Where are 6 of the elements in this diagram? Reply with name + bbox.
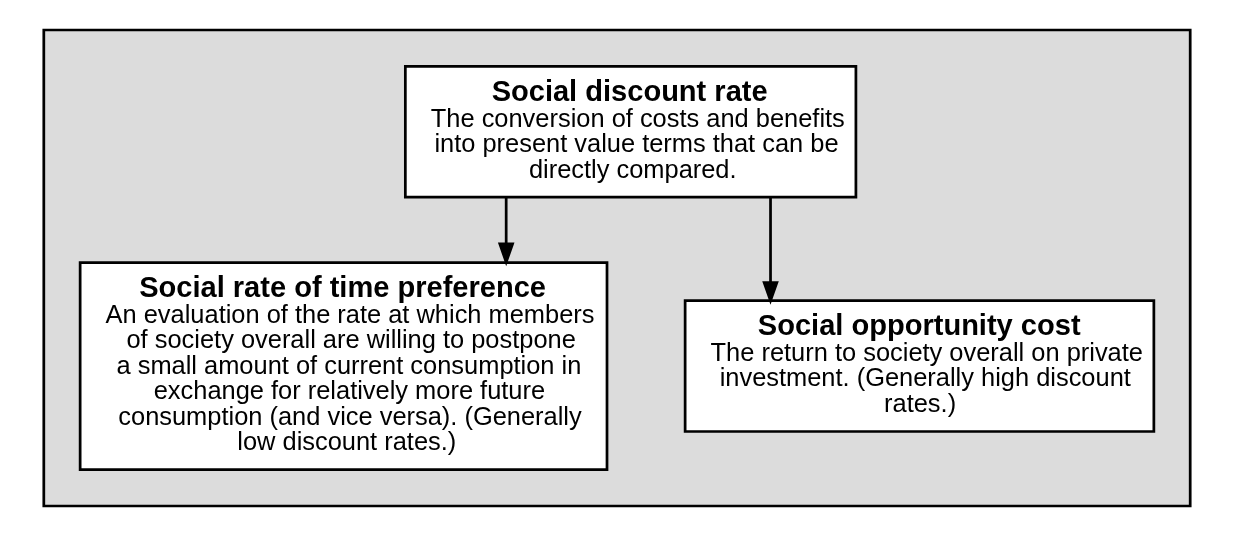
node-box: Social opportunity cost The return to society overall on private investment. (Generally high discount rates.) bbox=[683, 299, 1156, 433]
arrow bbox=[497, 197, 515, 267]
node-box: Social discount rate The conversion of costs and benefits into present value terms that can be directly compared. bbox=[403, 64, 858, 199]
arrow bbox=[762, 197, 779, 305]
node-box: Social rate of time preference An evaluation of the rate at which members of society overall are willing to postpone a small amount of current consumption in exchange for relatively more future consumption (and vice versa). (Generally low discount rates.) bbox=[78, 261, 609, 472]
cluster bbox=[42, 28, 1192, 508]
